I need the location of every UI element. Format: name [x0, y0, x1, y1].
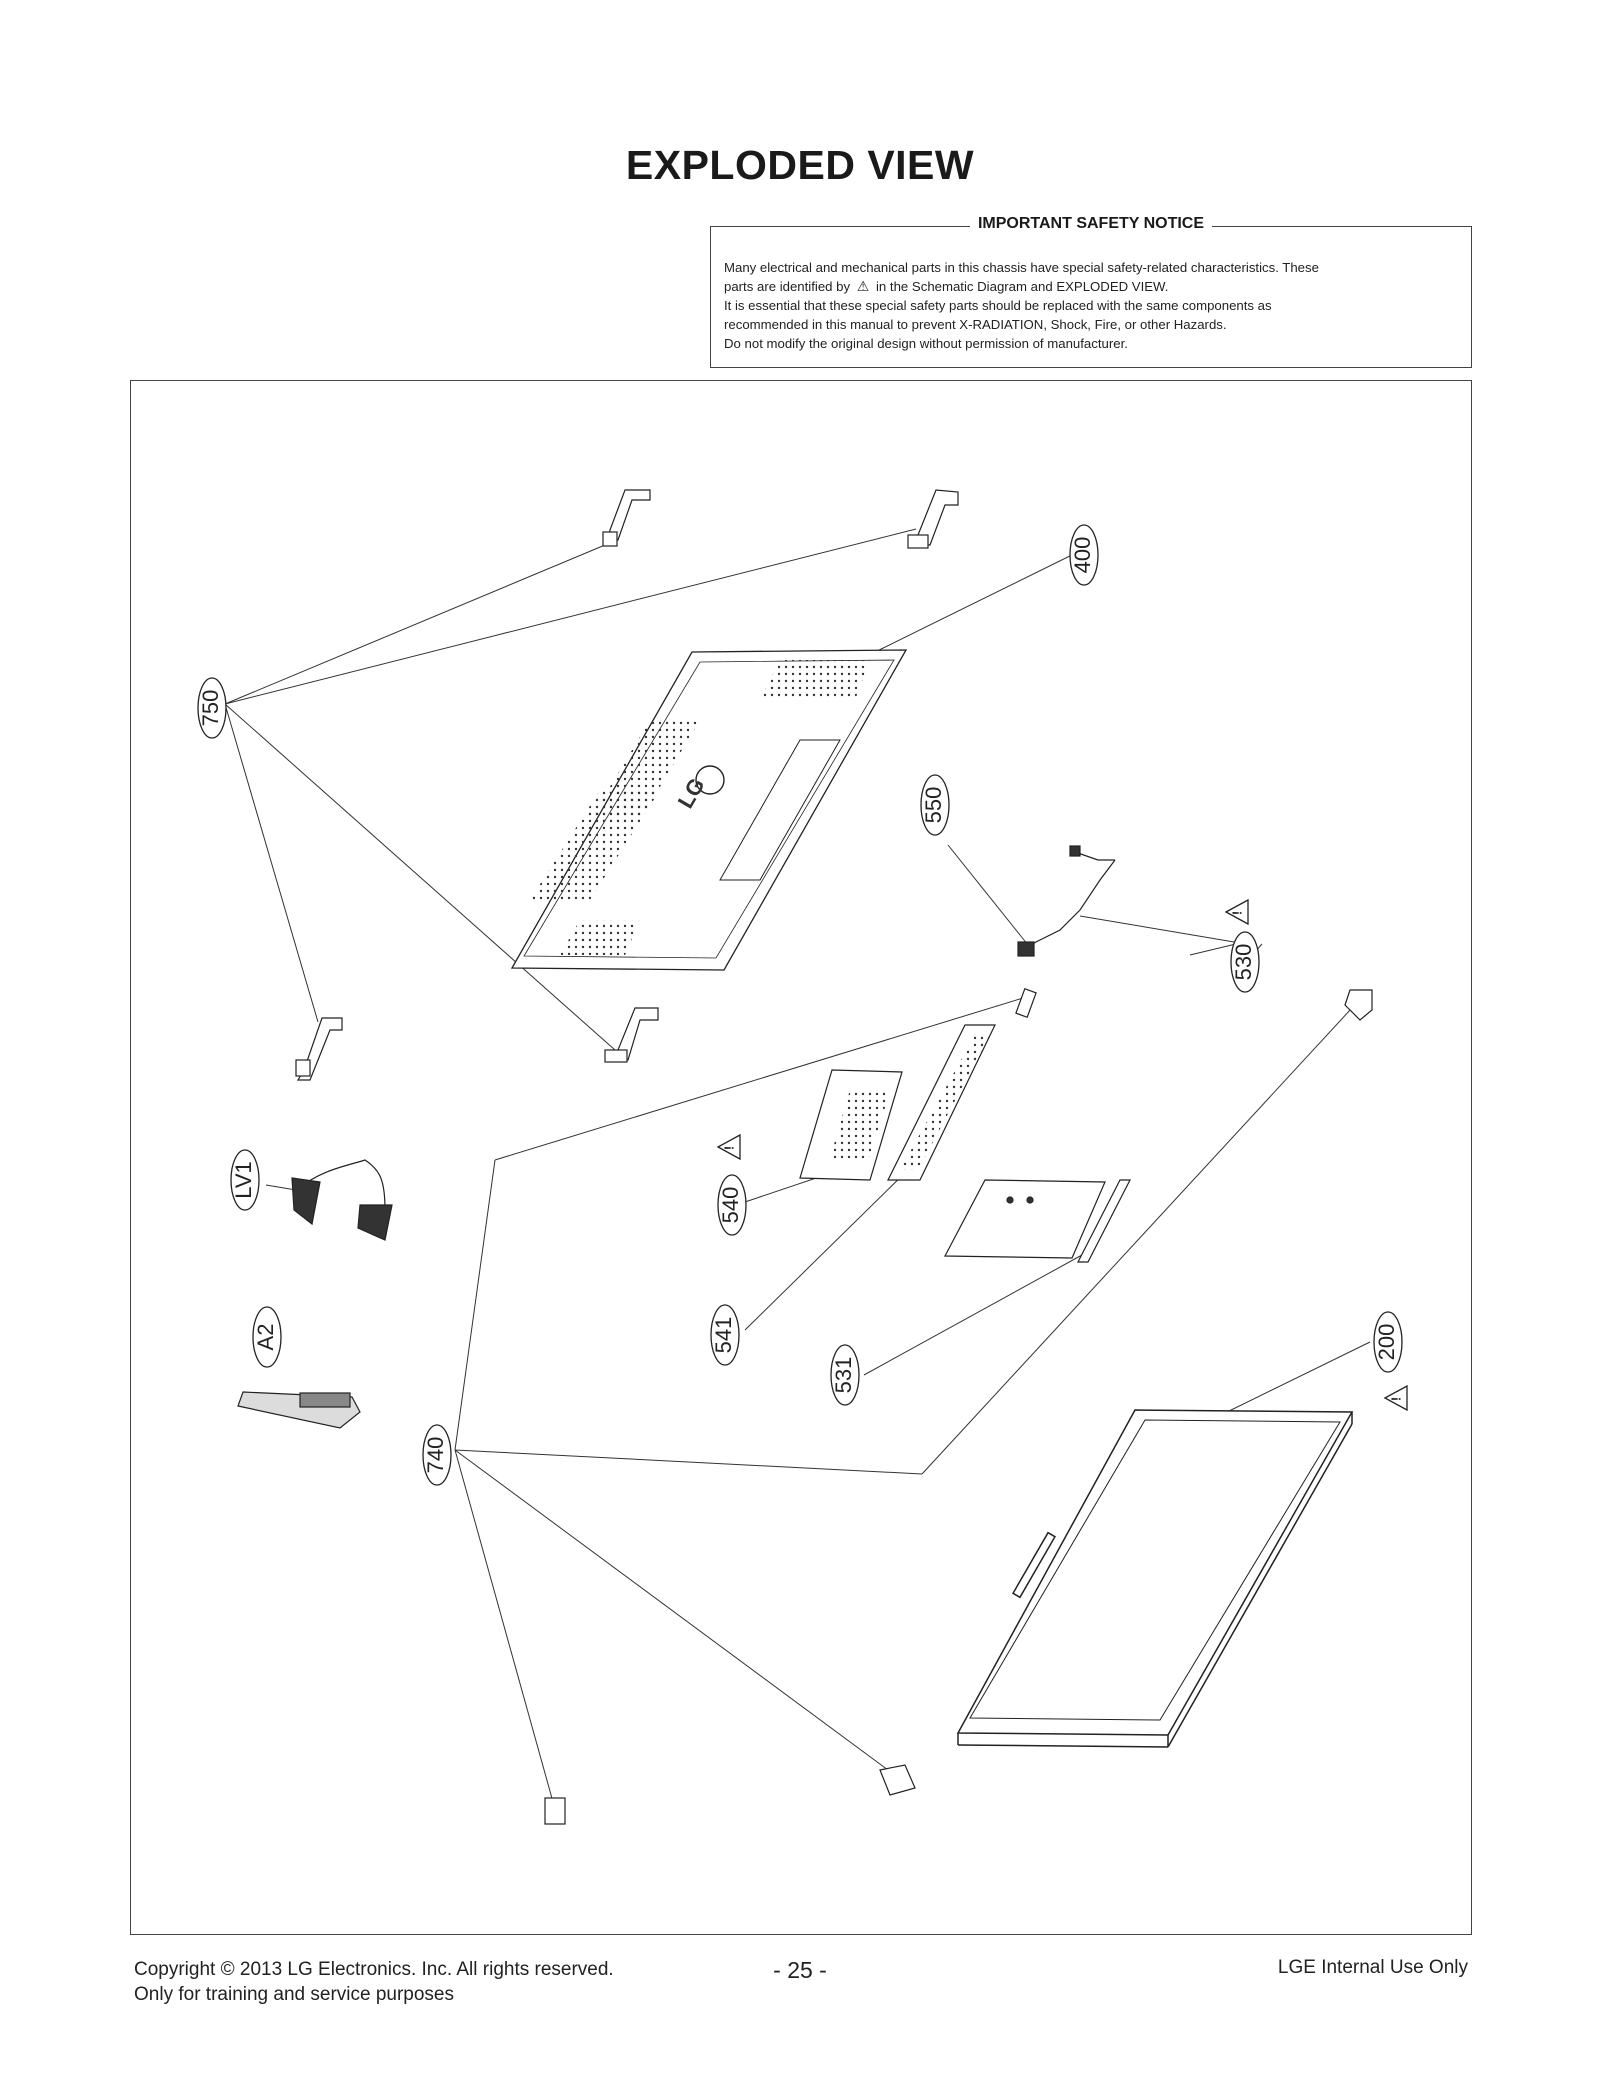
label-541: 541 [710, 1304, 740, 1366]
back-cover-part-400: LG [510, 649, 908, 971]
svg-text:200: 200 [1374, 1324, 1399, 1361]
cable-lv1 [291, 1159, 393, 1241]
svg-text:530: 530 [1231, 944, 1256, 981]
label-a2: A2 [252, 1306, 282, 1368]
holder-740-a [1344, 989, 1373, 1021]
bracket-750-d [295, 1017, 343, 1081]
safety-notice-text: Many electrical and mechanical parts in … [724, 258, 1458, 353]
safety-notice-title: IMPORTANT SAFETY NOTICE [969, 215, 1213, 232]
svg-text:LV1: LV1 [231, 1161, 256, 1199]
svg-text:531: 531 [831, 1357, 856, 1394]
svg-text:!: ! [721, 1146, 736, 1150]
diagram-frame [130, 380, 1472, 1935]
holder-740-c [879, 1764, 916, 1796]
page-title: EXPLODED VIEW [625, 142, 975, 188]
lcd-frame-part-200 [956, 1409, 1354, 1748]
board-part-540 [799, 1069, 903, 1181]
label-540: 540 [717, 1174, 747, 1236]
warning-triangle-icon: ! [1224, 898, 1249, 926]
footer-internal-use: LGE Internal Use Only [1277, 1957, 1468, 1978]
bracket-750-b [907, 489, 959, 549]
footer-copyright: Copyright © 2013 LG Electronics. Inc. Al… [134, 1959, 614, 2005]
notice-line-2: parts are identified by ⚠ in the Schemat… [724, 278, 1169, 294]
svg-text:750: 750 [198, 690, 223, 727]
notice-line-4: recommended in this manual to prevent X-… [724, 317, 1227, 332]
bracket-part-531 [1077, 1179, 1131, 1263]
notice-line-1: Many electrical and mechanical parts in … [724, 260, 1319, 275]
svg-text:740: 740 [423, 1437, 448, 1474]
warning-triangle-icon: ! [716, 1133, 741, 1161]
svg-text:!: ! [1229, 911, 1244, 915]
cable-part-550 [1017, 845, 1116, 957]
notice-line-5: Do not modify the original design withou… [724, 336, 1128, 351]
warning-triangle-icon: ⚠ [856, 278, 870, 294]
svg-text:400: 400 [1070, 537, 1095, 574]
label-750: 750 [197, 677, 227, 739]
label-740: 740 [422, 1424, 452, 1486]
connector-small [1015, 987, 1037, 1019]
safety-notice-box: IMPORTANT SAFETY NOTICE Many electrical … [710, 215, 1472, 368]
label-531: 531 [830, 1344, 860, 1406]
label-530: 530 [1230, 931, 1260, 993]
bracket-750-c [604, 1007, 659, 1063]
bracket-750-a [602, 489, 651, 547]
svg-text:540: 540 [718, 1187, 743, 1224]
remote-control-a2 [237, 1391, 361, 1429]
label-550: 550 [920, 774, 950, 836]
label-200: 200 [1373, 1311, 1403, 1373]
label-lv1: LV1 [230, 1149, 260, 1211]
svg-text:550: 550 [921, 787, 946, 824]
notice-line-3: It is essential that these special safet… [724, 298, 1272, 313]
svg-text:!: ! [1388, 1397, 1403, 1401]
power-board-part-530 [944, 1179, 1106, 1259]
svg-text:A2: A2 [253, 1324, 278, 1351]
warning-triangle-icon: ! [1383, 1384, 1408, 1412]
label-400: 400 [1069, 524, 1099, 586]
svg-text:541: 541 [711, 1317, 736, 1354]
holder-740-b [544, 1797, 566, 1825]
shield-part-541 [887, 1024, 996, 1181]
page-number: - 25 - [773, 1957, 827, 1983]
